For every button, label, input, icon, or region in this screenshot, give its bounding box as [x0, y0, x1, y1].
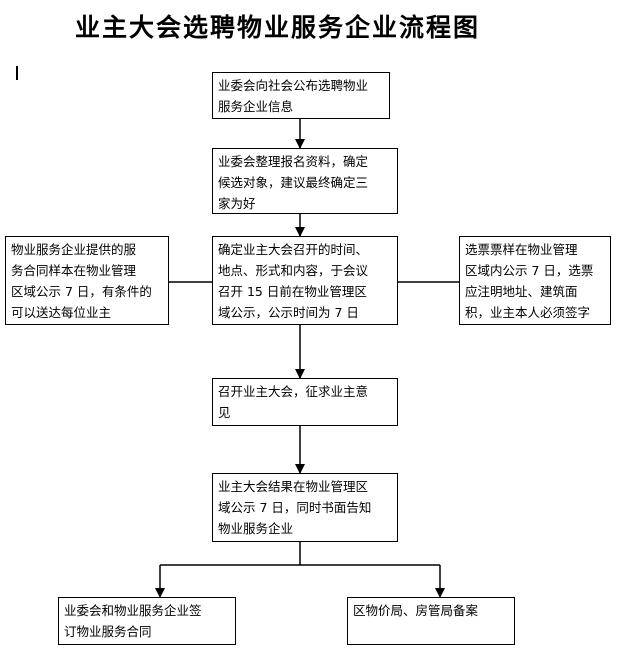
step-organize-candidates: 业委会整理报名资料，确定 候选对象，建议最终确定三 家为好 — [212, 148, 398, 214]
step-publish-info: 业委会向社会公布选聘物业 服务企业信息 — [212, 72, 390, 119]
step-sign-contract: 业委会和物业服务企业签 订物业服务合同 — [58, 597, 236, 645]
step-convene-meeting: 召开业主大会，征求业主意 见 — [212, 378, 398, 426]
side-contract-sample: 物业服务企业提供的服 务合同样本在物业管理 区域公示 7 日，有条件的 可以送达… — [5, 236, 169, 325]
text-cursor — [16, 66, 18, 80]
diagram-title: 业主大会选聘物业服务企业流程图 — [75, 13, 481, 42]
step-filing: 区物价局、房管局备案 — [347, 597, 515, 645]
side-ballot-sample: 选票票样在物业管理 区域内公示 7 日，选票 应注明地址、建筑面 积，业主本人必… — [459, 236, 611, 325]
step-confirm-meeting: 确定业主大会召开的时间、 地点、形式和内容，于会议 召开 15 日前在物业管理区… — [212, 236, 398, 325]
step-publish-result: 业主大会结果在物业管理区 域公示 7 日，同时书面告知 物业服务企业 — [212, 473, 398, 542]
